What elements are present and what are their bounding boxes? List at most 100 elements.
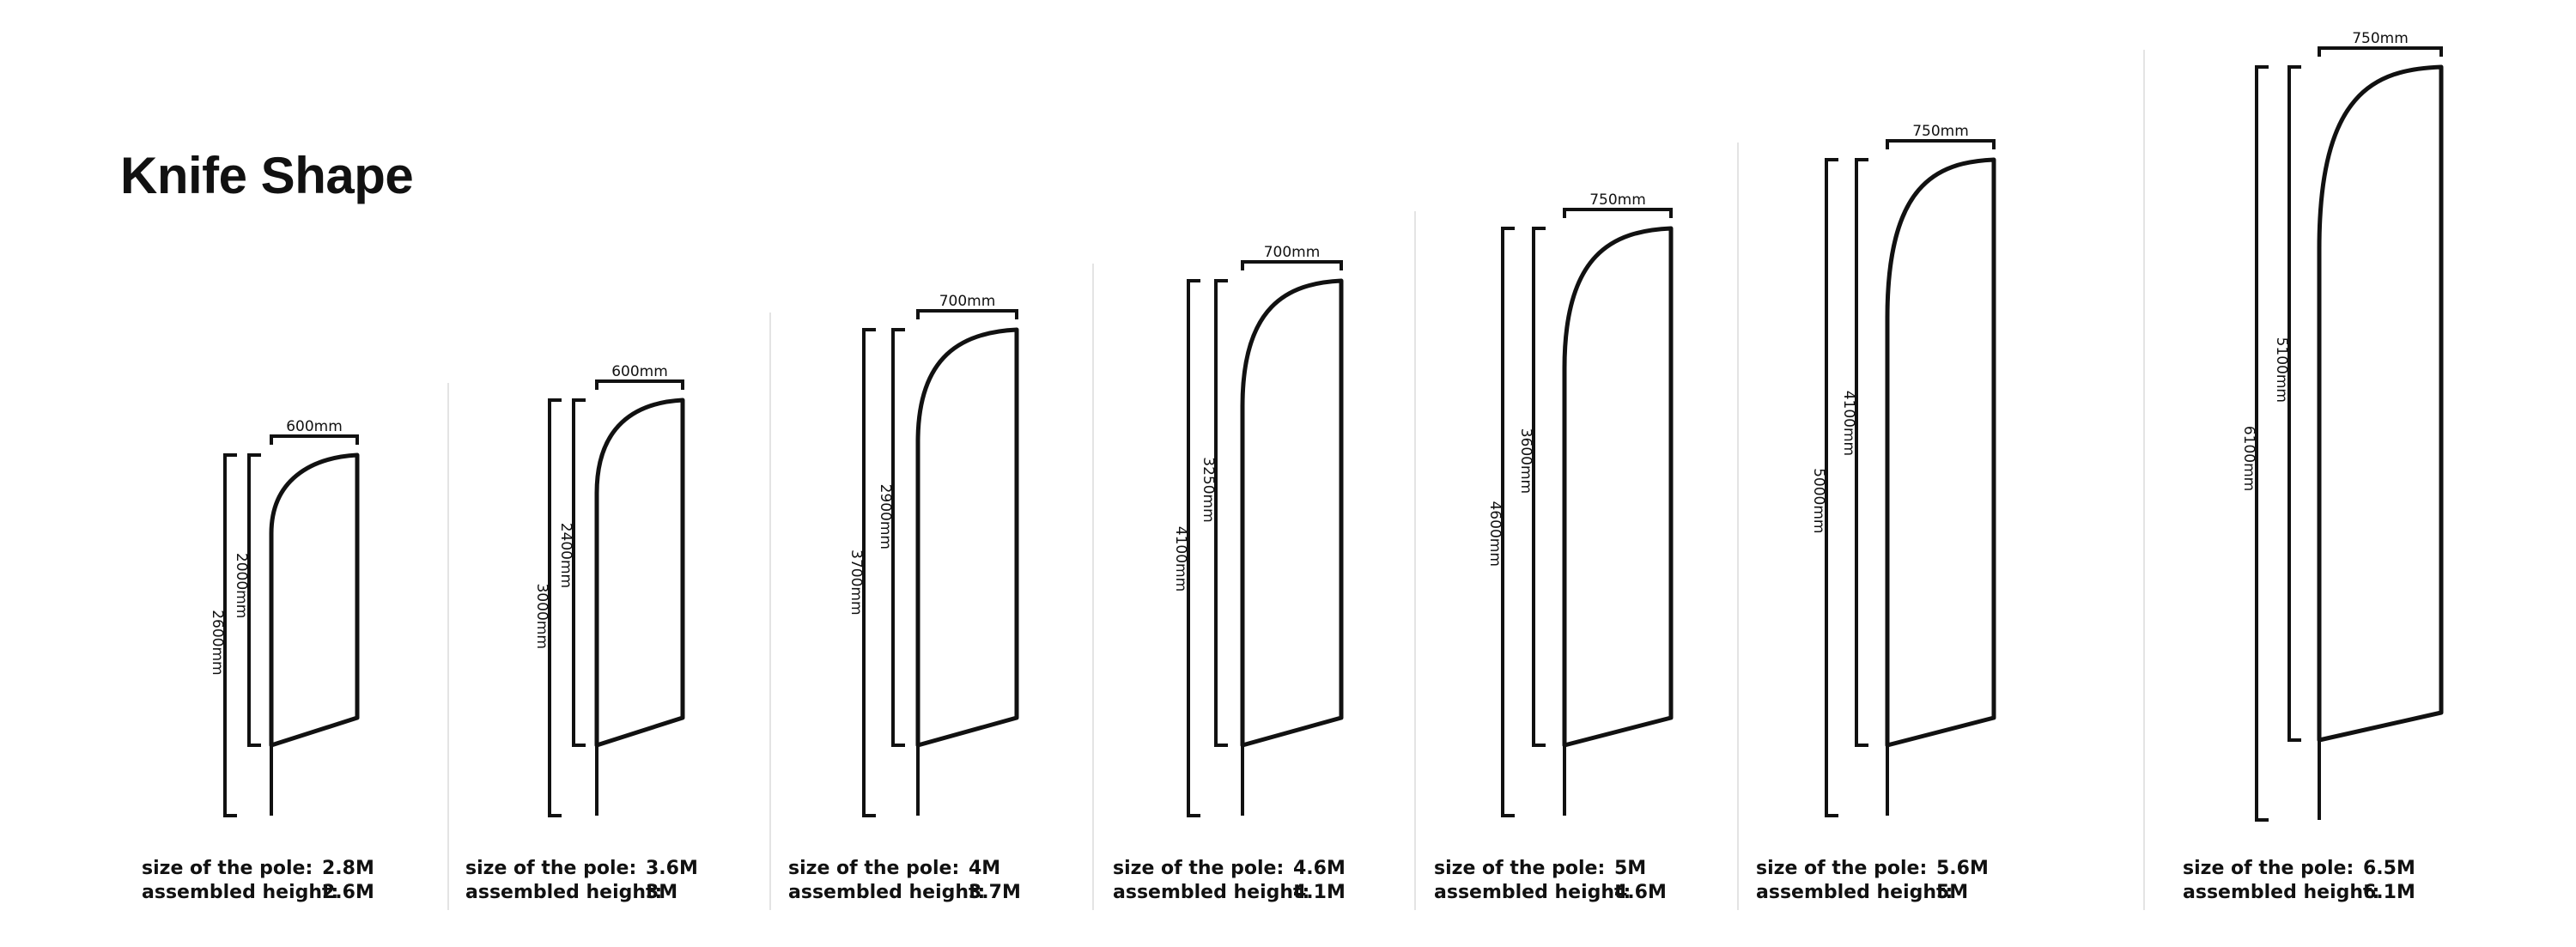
assembled-height-label: assembled height: [1434, 882, 1631, 903]
flag-height-label: 5100mm [2273, 337, 2290, 403]
assembled-height-value: 2.6M [322, 882, 374, 903]
pole-size-value: 4.6M [1293, 858, 1346, 879]
total-height-dimension-line [2255, 65, 2269, 822]
total-height-dimension-line [1825, 158, 1838, 817]
assembled-height-value: 3.7M [969, 882, 1021, 903]
total-height-label: 4600mm [1486, 501, 1504, 566]
assembled-height-row: assembled height:4.6M [1434, 881, 1667, 905]
total-height-dimension-line [1187, 279, 1200, 817]
assembled-height-row: assembled height:2.6M [142, 881, 374, 905]
assembled-height-label: assembled height: [465, 882, 663, 903]
assembled-height-row: assembled height:3M [465, 881, 698, 905]
flag-height-label: 2000mm [233, 553, 250, 618]
knife-flag-shape [1885, 157, 1996, 748]
total-height-label: 4100mm [1172, 526, 1189, 592]
assembled-height-label: assembled height: [1756, 882, 1953, 903]
width-dimension-line [595, 379, 684, 390]
width-label: 700mm [1264, 244, 1321, 261]
width-label: 600mm [611, 363, 668, 380]
width-dimension-line [1241, 260, 1343, 270]
flag-height-dimension-line [1855, 158, 1868, 747]
knife-flag-shape [269, 452, 360, 748]
assembled-height-value: 3M [646, 882, 678, 903]
width-label: 600mm [286, 418, 343, 435]
knife-flag-shape [2317, 64, 2444, 743]
total-height-label: 3700mm [848, 549, 865, 615]
total-height-label: 5000mm [1810, 468, 1827, 533]
total-height-dimension-line [1501, 227, 1515, 817]
flag-height-label: 2400mm [557, 523, 574, 588]
flag-group: 700mm 3250mm 4100mm [1092, 244, 1344, 910]
flag-height-dimension-line [891, 328, 905, 747]
pole-size-value: 5.6M [1936, 858, 1989, 879]
pole-size-label: size of the pole: [1756, 858, 1928, 879]
assembled-height-row: assembled height:3.7M [788, 881, 1021, 905]
flag-height-dimension-line [572, 398, 586, 747]
total-height-label: 6100mm [2240, 426, 2257, 491]
flag-height-dimension-line [247, 453, 261, 747]
pole-size-label: size of the pole: [1113, 858, 1285, 879]
pole-size-label: size of the pole: [788, 858, 960, 879]
assembled-height-row: assembled height:5M [1756, 881, 1989, 905]
pole-size-label: size of the pole: [465, 858, 637, 879]
knife-flag-shape [915, 327, 1019, 748]
flag-height-label: 4100mm [1840, 391, 1857, 456]
page-title: Knife Shape [120, 147, 414, 204]
pole-size-row: size of the pole: 4.6M [1113, 857, 1346, 881]
pole-size-label: size of the pole: [1434, 858, 1606, 879]
pole-size-row: size of the pole:4M [788, 857, 1021, 881]
flag-group: 600mm 2000mm 2600mm [209, 418, 360, 817]
pole-size-row: size of the pole: 6.5M [2183, 857, 2415, 881]
flag-height-dimension-line [1214, 279, 1228, 747]
width-dimension-line [1563, 208, 1673, 218]
total-height-dimension-line [862, 328, 876, 817]
flag-group: 750mm 4100mm 5000mm [1737, 123, 1996, 910]
width-dimension-line [270, 434, 359, 445]
pole-size-value: 2.8M [322, 858, 374, 879]
assembled-height-label: assembled height: [788, 882, 986, 903]
width-label: 750mm [1912, 123, 1969, 140]
flag-group: 700mm 2900mm 3700mm [769, 293, 1019, 910]
assembled-height-label: assembled height: [1113, 882, 1310, 903]
flag-height-label: 2900mm [877, 484, 894, 549]
width-label: 700mm [939, 293, 996, 310]
assembled-height-value: 4.1M [1293, 882, 1346, 903]
knife-flag-shape [1240, 278, 1344, 748]
total-height-dimension-line [548, 398, 562, 817]
pole-size-row: size of the pole: 3.6M [465, 857, 698, 881]
assembled-height-value: 5M [1936, 882, 1969, 903]
flag-height-dimension-line [2287, 65, 2301, 742]
flag-group: 600mm 2400mm 3000mm [447, 363, 685, 910]
width-dimension-line [916, 309, 1018, 319]
pole-size-row: size of the pole: 5M [1434, 857, 1667, 881]
assembled-height-value: 6.1M [2363, 882, 2415, 903]
assembled-height-row: assembled height:4.1M [1113, 881, 1346, 905]
pole-size-value: 6.5M [2363, 858, 2415, 879]
assembled-height-row: assembled height:6.1M [2183, 881, 2415, 905]
knife-flag-shape [1562, 226, 1674, 748]
flag-height-label: 3600mm [1517, 428, 1534, 494]
pole-size-value: 5M [1614, 858, 1647, 879]
total-height-label: 2600mm [209, 610, 226, 675]
pole-size-row: size of the pole: 2.8M [142, 857, 374, 881]
flag-height-label: 3250mm [1200, 457, 1217, 522]
total-height-label: 3000mm [533, 583, 550, 648]
pole-size-label: size of the pole: [142, 858, 313, 879]
assembled-height-value: 4.6M [1614, 882, 1667, 903]
total-height-dimension-line [223, 453, 237, 817]
knife-flag-shape [594, 398, 685, 748]
flag-group: 750mm 5100mm 6100mm [2143, 30, 2444, 910]
pole-size-value: 3.6M [646, 858, 698, 879]
width-label: 750mm [2352, 30, 2409, 47]
pole-size-row: size of the pole: 5.6M [1756, 857, 1989, 881]
pole-size-label: size of the pole: [2183, 858, 2354, 879]
flag-height-dimension-line [1532, 227, 1546, 747]
width-dimension-line [1886, 139, 1996, 149]
